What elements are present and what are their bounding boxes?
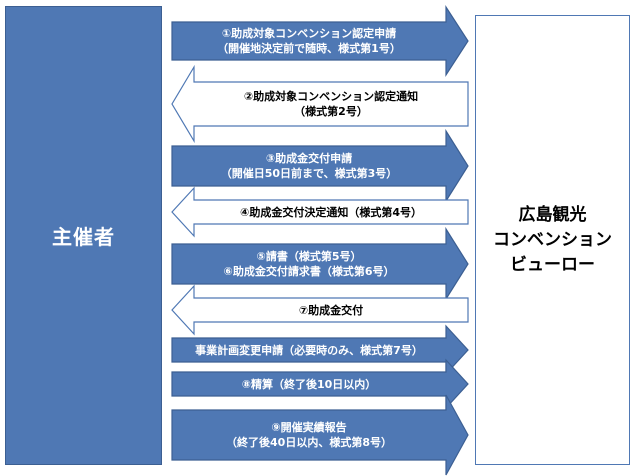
organizer-box: 主催者 bbox=[5, 6, 162, 465]
bureau-label: 広島観光 コンベンション ビューロー bbox=[493, 204, 612, 275]
step-arrow-6-left bbox=[171, 284, 469, 336]
step-arrow-7-right bbox=[171, 324, 469, 376]
organizer-label: 主催者 bbox=[52, 225, 115, 249]
bureau-box: 広島観光 コンベンション ビューロー bbox=[475, 15, 630, 465]
step-arrow-4-left bbox=[171, 186, 469, 238]
step-arrow-5-right bbox=[171, 226, 469, 302]
step-arrow-1-right bbox=[171, 4, 469, 78]
step-arrow-3-right bbox=[171, 128, 469, 204]
step-arrow-8-right bbox=[171, 358, 469, 410]
step-arrow-2-left bbox=[171, 64, 469, 144]
step-arrow-9-right bbox=[171, 394, 469, 476]
